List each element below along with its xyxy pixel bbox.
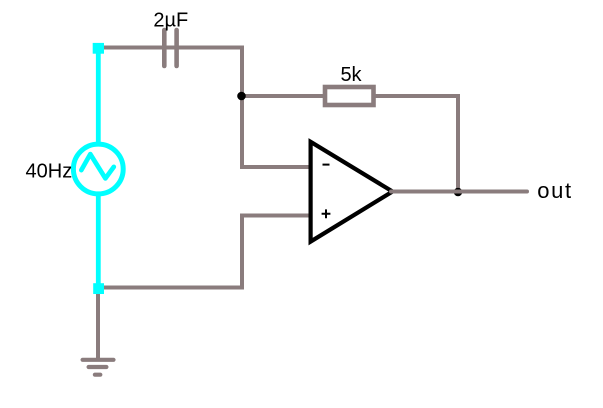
svg-text:5k: 5k xyxy=(340,64,362,86)
svg-text:40Hz: 40Hz xyxy=(26,160,73,182)
svg-text:2µF: 2µF xyxy=(153,9,188,31)
svg-text:out: out xyxy=(537,178,572,203)
